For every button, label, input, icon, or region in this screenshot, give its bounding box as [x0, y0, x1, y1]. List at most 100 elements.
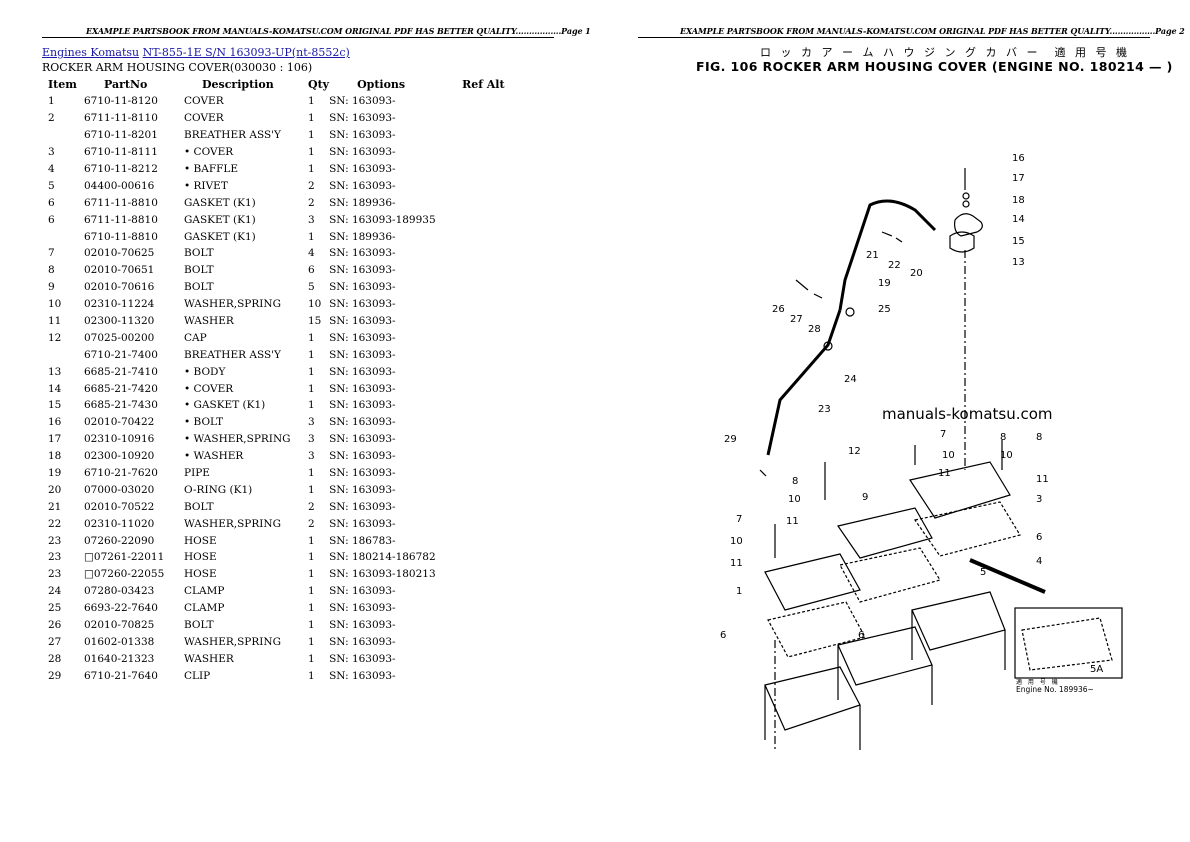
clip-29-shape [759, 469, 767, 477]
cell-item: 23 [48, 568, 62, 581]
cell-qty: 1 [308, 129, 315, 142]
cell-options: SN: 163093- [329, 179, 396, 192]
callout-10-center: 10 [788, 494, 801, 505]
breadcrumb-link-engines[interactable]: Engines Komatsu [42, 46, 140, 59]
cell-item: 20 [48, 483, 62, 496]
cell-item: 19 [48, 467, 62, 480]
cell-partno: 6711-11-8110 [84, 112, 158, 125]
cell-refalt [462, 481, 512, 498]
cell-description: CLIP [184, 669, 211, 682]
cell-item [42, 228, 84, 245]
cell-refalt [462, 313, 512, 330]
cell-description: CLAMP [184, 585, 225, 598]
cell-qty: 1 [308, 331, 315, 344]
column-header-item: Item [48, 78, 77, 91]
cell-options: SN: 163093- [329, 112, 396, 125]
cell-options: SN: 163093- [329, 129, 396, 142]
cell-options: SN: 163093- [329, 450, 396, 463]
callout-17: 17 [1012, 173, 1025, 184]
bolt-26-shape [795, 279, 823, 299]
column-header-description: Description [202, 78, 274, 91]
page-header-left: EXAMPLE PARTSBOOK FROM MANUALS-KOMATSU.C… [86, 26, 591, 36]
cell-description: HOSE [184, 534, 217, 547]
washer-18-shape [962, 200, 970, 208]
cell-qty: 2 [308, 517, 315, 530]
cell-options: SN: 163093- [329, 399, 396, 412]
callout-22: 22 [888, 260, 901, 271]
cell-options: SN: 163093-189935 [329, 213, 436, 226]
cell-description: GASKET (K1) [184, 196, 256, 209]
callout-10-top: 10 [942, 450, 955, 461]
cell-options: SN: 163093- [329, 433, 396, 446]
clamp-24-shape [823, 341, 833, 351]
cell-item: 12 [48, 331, 62, 344]
cell-item: 26 [48, 619, 62, 632]
callout-23: 23 [818, 404, 831, 415]
cell-item: 24 [48, 585, 62, 598]
cell-partno: 6710-11-8201 [84, 129, 158, 142]
cell-options: SN: 163093- [329, 619, 396, 632]
cell-refalt [462, 346, 512, 363]
cell-qty: 1 [308, 146, 315, 159]
cover-3-shape [909, 461, 1011, 519]
cell-options: SN: 163093- [329, 635, 396, 648]
cell-partno: 07025-00200 [84, 331, 155, 344]
cell-partno: 07280-03423 [84, 585, 155, 598]
breadcrumb-link-model[interactable]: NT-855-1E S/N 163093-UP(nt-8552c) [142, 46, 350, 59]
cell-options: SN: 163093- [329, 247, 396, 260]
cell-description: WASHER,SPRING [184, 517, 281, 530]
callout-8-center: 8 [792, 476, 798, 487]
cell-description: • COVER [184, 146, 234, 159]
cell-description: BOLT [184, 500, 214, 513]
gasket-5a-shape [1021, 617, 1113, 671]
callout-5: 5 [980, 567, 986, 578]
cell-description: • WASHER,SPRING [184, 433, 291, 446]
watermark-text: manuals-komatsu.com [882, 405, 1053, 423]
cell-options: SN: 163093- [329, 365, 396, 378]
cell-refalt [462, 667, 512, 684]
cell-qty: 5 [308, 281, 315, 294]
table-header-row: Item PartNo Description Qty Options Ref … [42, 76, 512, 93]
cell-item [42, 346, 84, 363]
callout-10-cover: 10 [1000, 450, 1013, 461]
cell-item: 15 [48, 399, 62, 412]
cell-options: SN: 163093- [329, 483, 396, 496]
cell-item: 14 [48, 382, 62, 395]
cell-refalt [462, 448, 512, 465]
cell-refalt [462, 228, 512, 245]
cell-description: • BODY [184, 365, 226, 378]
callout-8-cover: 8 [1000, 432, 1006, 443]
cell-partno: 6711-11-8810 [84, 213, 158, 226]
callout-labels: 16 17 18 14 15 13 21 22 20 19 26 27 28 2… [720, 153, 1103, 675]
cell-description: • WASHER [184, 450, 244, 463]
callout-7-left: 7 [736, 514, 742, 525]
callout-10-left: 10 [730, 536, 743, 547]
cell-description: BREATHER ASS'Y [184, 129, 281, 142]
cell-item: 9 [48, 281, 55, 294]
cell-options: SN: 186783- [329, 534, 396, 547]
cell-qty: 10 [308, 298, 322, 311]
cell-item: 11 [48, 315, 62, 328]
callout-1: 1 [736, 586, 742, 597]
gasket-6-center-shape [839, 547, 941, 603]
cell-description: CLAMP [184, 602, 225, 615]
callout-6-left: 6 [720, 630, 726, 641]
cell-qty: 2 [308, 196, 315, 209]
cell-qty: 1 [308, 635, 315, 648]
cell-item: 4 [48, 163, 55, 175]
cell-refalt [462, 549, 512, 566]
